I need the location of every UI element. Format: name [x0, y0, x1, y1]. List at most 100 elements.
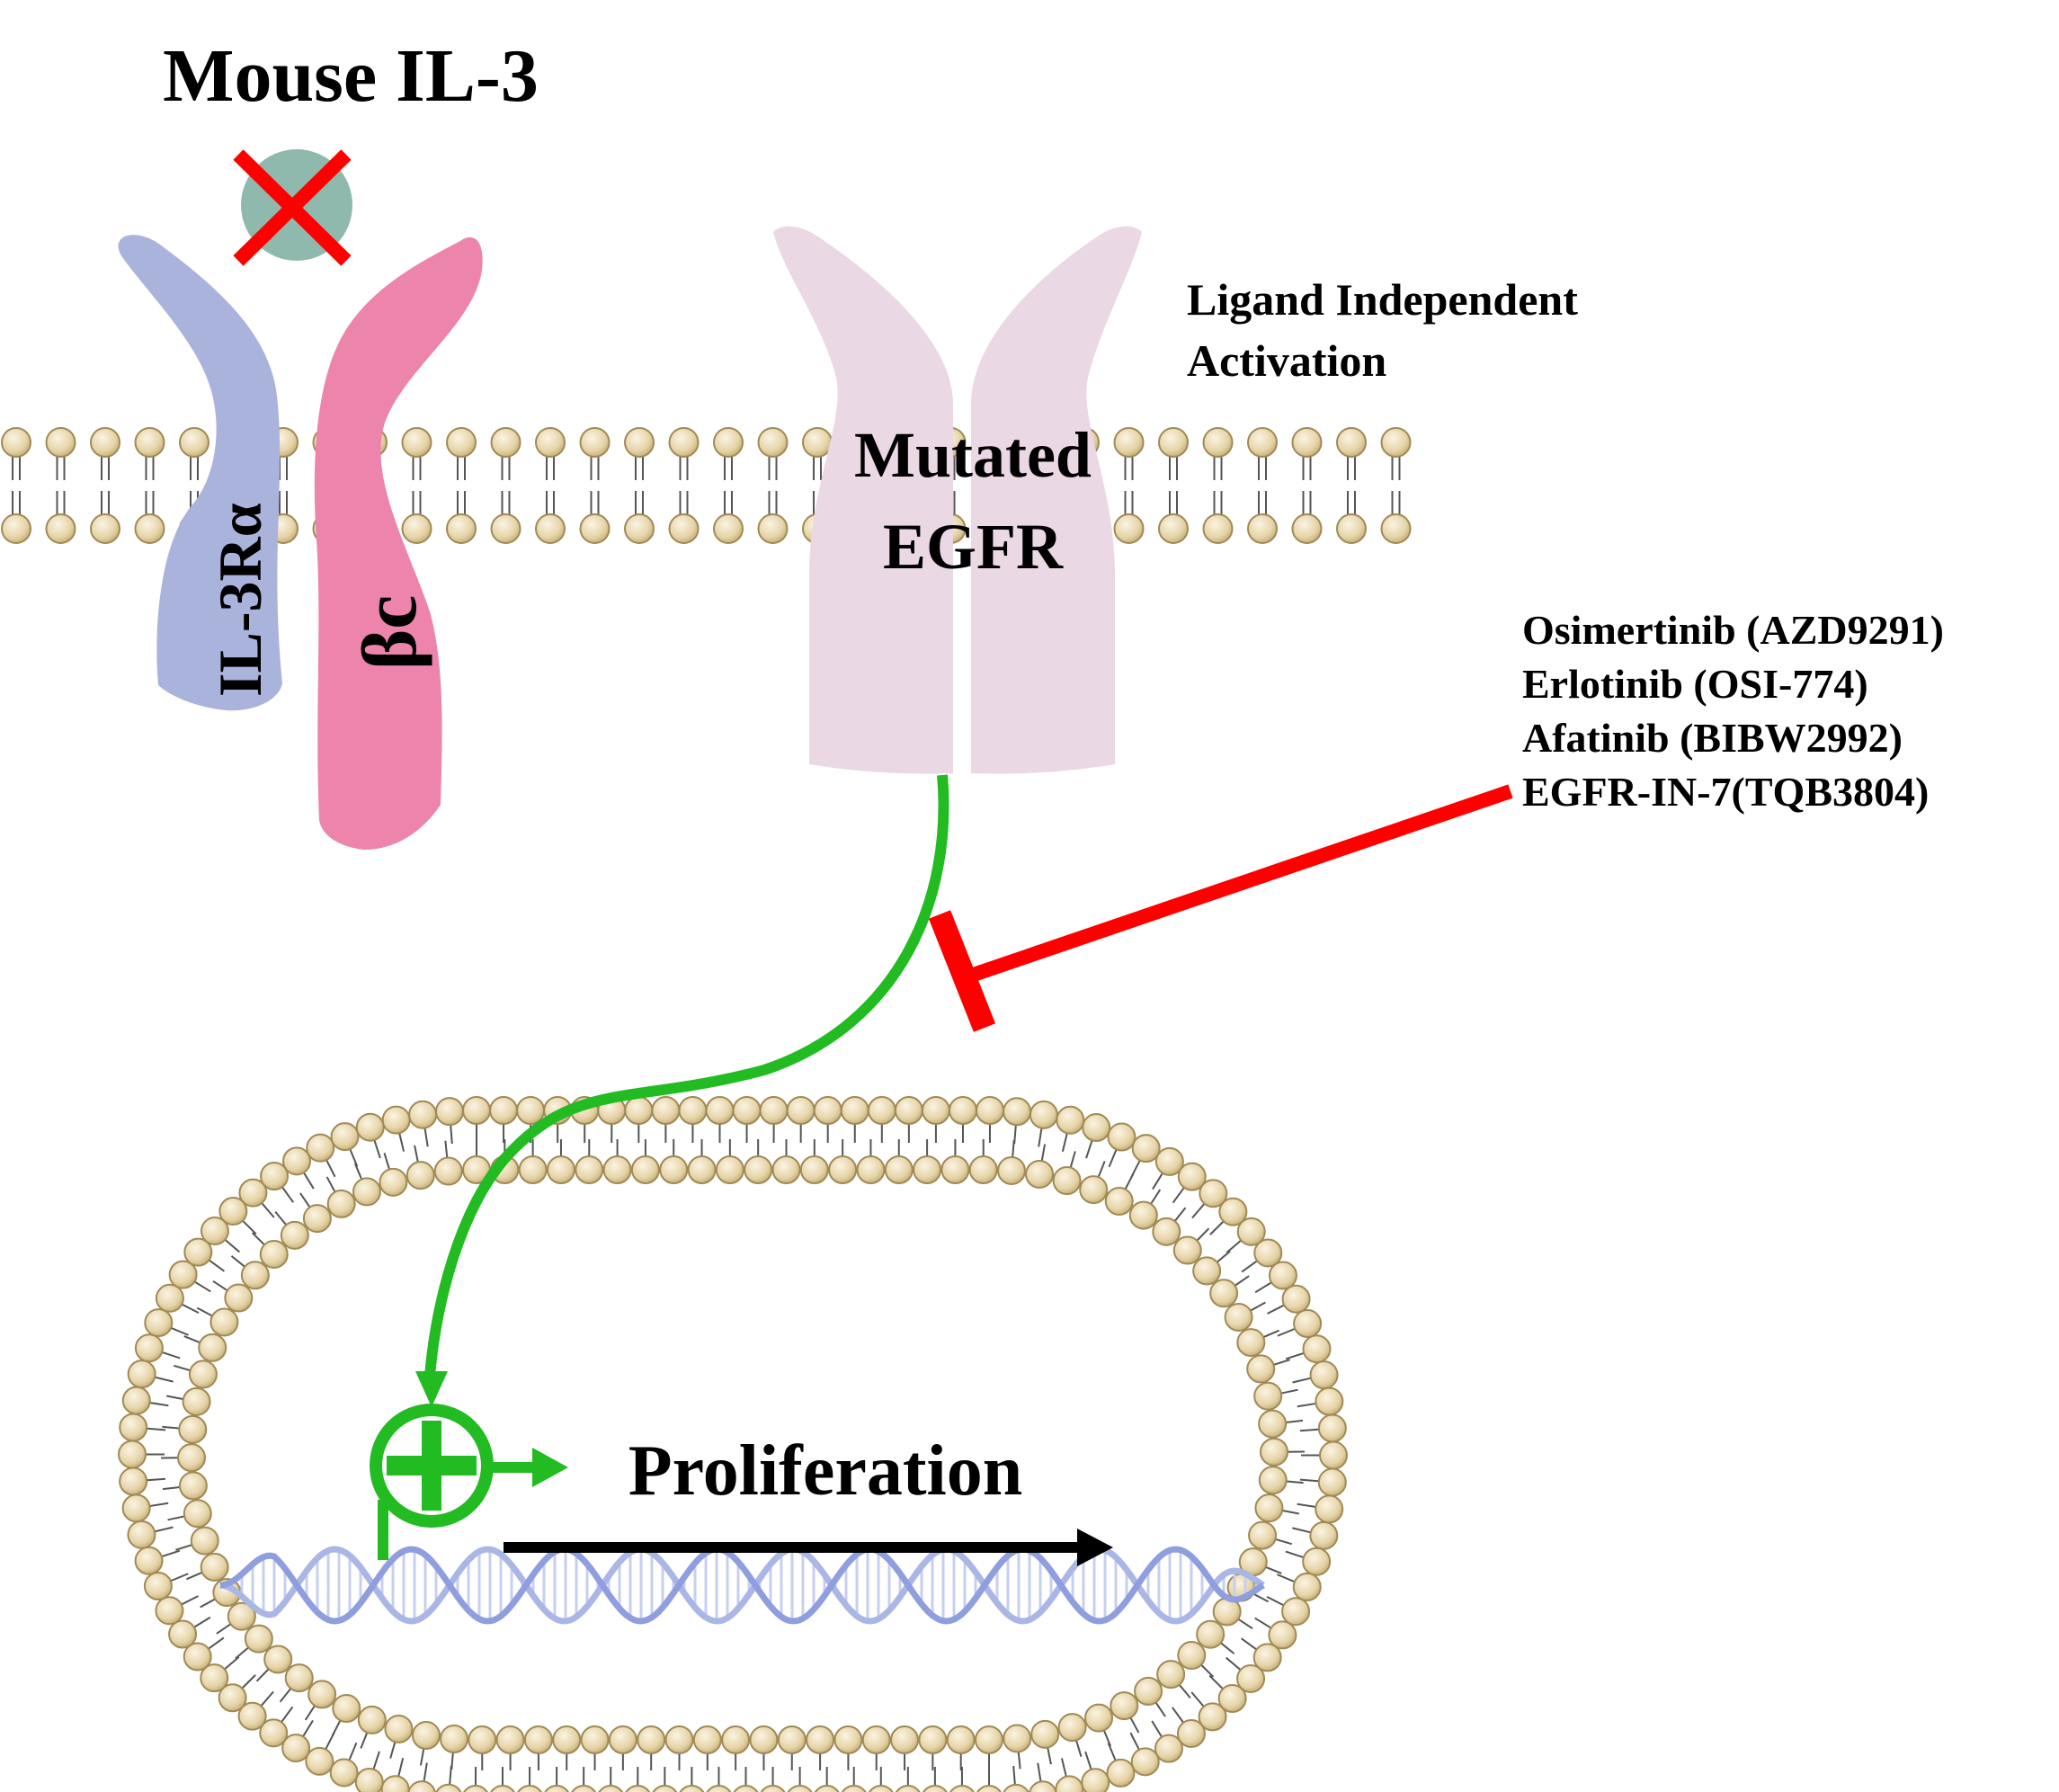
lipid-head [598, 1785, 624, 1792]
lipid-head [434, 1097, 464, 1127]
lipid-head [200, 1217, 229, 1246]
lipid-tail [372, 1751, 380, 1770]
lipid-head [1025, 1159, 1055, 1189]
lipid-head [1130, 1747, 1160, 1777]
lipid-head [407, 1780, 436, 1792]
lipid-head [975, 1725, 1003, 1754]
lipid-tail [281, 1185, 295, 1203]
lipid-tail [167, 1515, 186, 1521]
lipid-head [1154, 1734, 1183, 1763]
lipid-head [668, 513, 700, 544]
lipid-head [579, 427, 611, 458]
lipid-tail [251, 1232, 266, 1246]
lipid-head [894, 1096, 923, 1125]
lipid-head [1302, 1547, 1332, 1576]
lipid-head [121, 1493, 151, 1523]
lipid-tail [1074, 1739, 1083, 1757]
lipid-head [692, 1725, 722, 1754]
dna-helix [219, 1546, 1265, 1625]
activation-label: Activation [1187, 335, 1386, 386]
lipid-head [799, 1155, 829, 1184]
lipid-head [446, 513, 477, 544]
lipid-head [433, 1156, 463, 1186]
lipid-head [284, 1663, 314, 1693]
lipid-head [1029, 1100, 1058, 1129]
lipid-head [757, 513, 789, 544]
lipid-tail [1178, 1683, 1191, 1698]
lipid-tail [280, 1706, 294, 1724]
lipid-head [580, 1725, 610, 1754]
lipid-tail [1219, 1641, 1235, 1654]
lipid-head [489, 1096, 519, 1125]
lipid-head [1055, 1775, 1084, 1792]
lipid-tail [165, 1395, 184, 1401]
lipid-head [401, 513, 432, 544]
inhibition-line [955, 784, 1513, 987]
lipid-head [715, 1155, 744, 1184]
lipid-tail [383, 1153, 391, 1171]
lipid-head [200, 1663, 229, 1693]
lipid-tail [423, 1762, 428, 1783]
lipid-head [179, 427, 209, 458]
lipid-head [759, 1096, 789, 1125]
lipid-tail [1069, 1151, 1076, 1169]
lipid-head [280, 1220, 309, 1250]
lipid-tail [1285, 1550, 1306, 1559]
lipid-head [608, 1725, 637, 1754]
lipid-tail [348, 1742, 358, 1761]
lipid-tail [180, 1595, 199, 1606]
lipid-head [182, 1386, 211, 1416]
lipid-tail [1037, 1762, 1042, 1783]
lipid-head [183, 1642, 212, 1672]
inhibitor-item: Afatinib (BIBW2992) [1522, 715, 1903, 761]
lipid-head [1084, 1703, 1114, 1733]
lipid-head [1052, 1166, 1082, 1196]
lipid-tail [304, 1704, 316, 1721]
lipid-head [168, 1619, 198, 1649]
lipid-head [552, 1725, 582, 1754]
lipid-head [227, 1601, 256, 1631]
lipid-tail [1152, 1172, 1164, 1190]
lipid-head [329, 1758, 359, 1788]
lipid-head [523, 1725, 553, 1754]
lipid-tail [1012, 1140, 1015, 1159]
lipid-head [155, 1596, 184, 1626]
lipid-tail [1226, 1656, 1243, 1672]
lipid-tail [1279, 1388, 1298, 1395]
lipid-head [787, 1785, 813, 1792]
lipid-tail [186, 1571, 204, 1581]
lipid-head [1156, 1660, 1186, 1689]
lipid-tail [183, 1335, 201, 1344]
lipid-head [463, 1785, 488, 1792]
lipid-head [579, 513, 611, 544]
lipid-tail [1274, 1538, 1292, 1546]
lipid-head [1199, 1179, 1228, 1208]
ligand-independent-label: Ligand Independent [1187, 274, 1578, 325]
lipid-head [1317, 1467, 1347, 1497]
lipid-head [624, 427, 655, 458]
lipid-head [624, 1096, 654, 1125]
lipid-head [1248, 1520, 1278, 1550]
lipid-tail [1277, 1327, 1297, 1337]
lipid-head [435, 1783, 462, 1792]
lipid-head [1154, 1146, 1184, 1176]
lipid-head [546, 1155, 575, 1184]
lipid-head [1110, 1691, 1139, 1721]
lipid-head [302, 1204, 332, 1234]
lipid-head [1318, 1440, 1348, 1470]
lipid-tail [260, 1201, 275, 1218]
lipid-head [1281, 1284, 1311, 1314]
lipid-tail [1199, 1663, 1215, 1678]
lipid-tail [208, 1259, 226, 1272]
lipid-head [134, 1333, 164, 1363]
lipid-head [263, 1645, 293, 1674]
lipid-head [1, 513, 31, 544]
lipid-head [1172, 1235, 1202, 1265]
lipid-head [895, 1785, 921, 1792]
plus-icon [370, 1404, 494, 1528]
lipid-tail [148, 1401, 169, 1407]
lipid-head [330, 1122, 360, 1152]
lipid-head [381, 1105, 411, 1135]
lipid-head [118, 1440, 147, 1469]
